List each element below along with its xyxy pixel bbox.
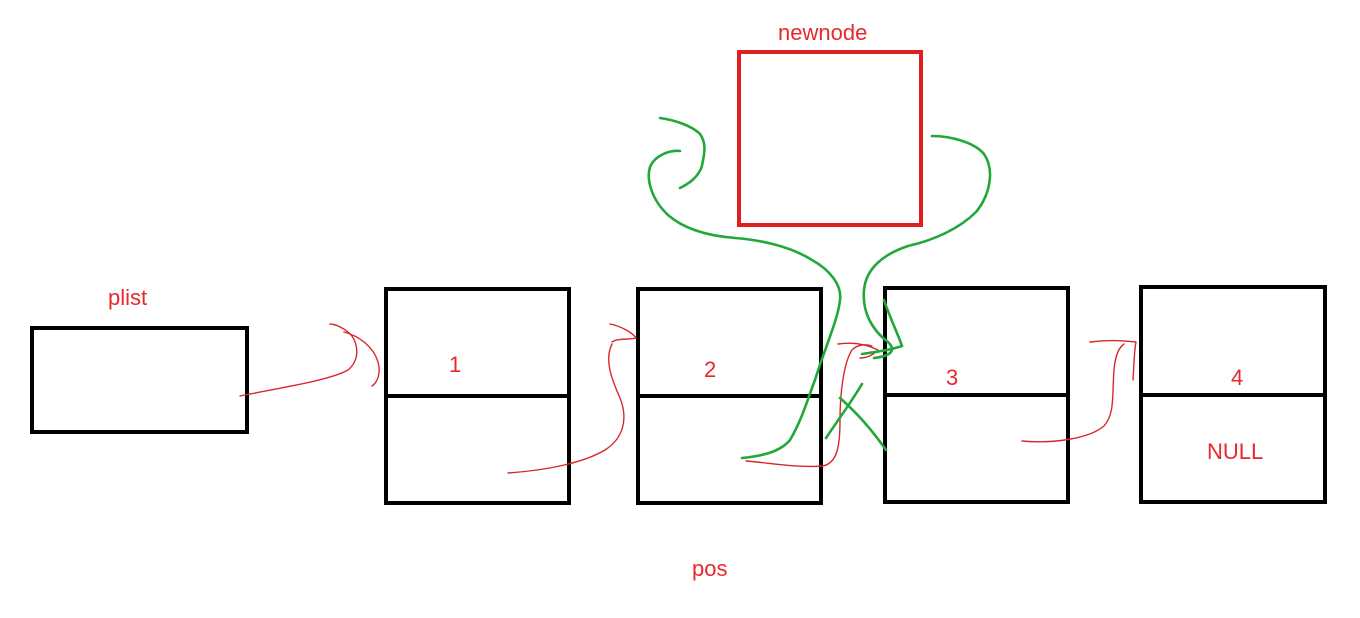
strike-mark (824, 382, 864, 440)
node-4-next: NULL (1207, 439, 1264, 464)
node-2-value: 2 (704, 357, 717, 382)
old-link-arrow (1021, 343, 1125, 443)
new-link-arrow (647, 149, 842, 460)
pos-label: pos (692, 556, 728, 581)
old-link-arrowhead (609, 323, 637, 343)
list-node-3 (883, 286, 1070, 504)
node-divider (640, 394, 819, 398)
new-link-arrowhead (860, 298, 904, 356)
old-link-arrow (239, 323, 358, 397)
newnode-box (737, 50, 923, 227)
node-divider (1143, 392, 1323, 397)
list-node-1 (384, 287, 571, 505)
node-divider (887, 393, 1066, 397)
list-node-2 (636, 287, 823, 505)
plist-label: plist (108, 285, 148, 310)
new-link-arrowhead (658, 116, 706, 190)
list-node-4 (1139, 285, 1327, 504)
old-link-arrow (507, 343, 625, 474)
old-link-arrowhead (837, 342, 879, 359)
plist-box (30, 326, 249, 434)
node-3-value: 3 (946, 365, 959, 390)
node-1-value: 1 (449, 352, 462, 377)
strike-mark (838, 396, 888, 452)
node-4-value: 4 (1231, 365, 1244, 390)
old-link-arrowhead (1089, 339, 1137, 381)
node-divider (388, 394, 567, 398)
old-link-arrowhead (343, 331, 380, 387)
newnode-label: newnode (778, 20, 868, 45)
new-link-arrow (862, 134, 992, 360)
old-link-arrow (745, 344, 873, 468)
